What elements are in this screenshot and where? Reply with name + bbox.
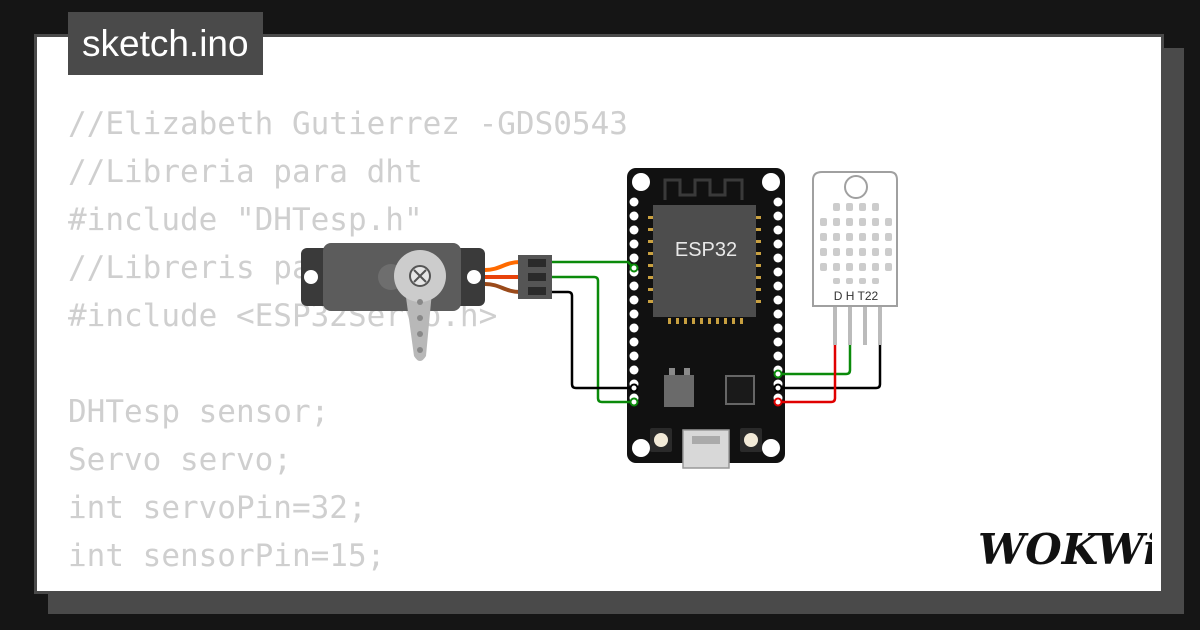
servo-mount-hole-left bbox=[304, 270, 318, 284]
wires bbox=[552, 260, 882, 404]
dht22-sensor[interactable]: D H T22 bbox=[812, 171, 898, 345]
servo-ground-wire bbox=[484, 282, 521, 294]
wokwi-logo-text: WOKWi bbox=[978, 525, 1152, 574]
code-line: DHTesp sensor; bbox=[68, 394, 330, 430]
antenna-icon bbox=[663, 178, 744, 200]
mount-hole bbox=[632, 173, 650, 191]
code-line: int sensorPin=15; bbox=[68, 538, 386, 574]
usb-port bbox=[682, 429, 730, 469]
wire-endpoints bbox=[629, 263, 783, 407]
file-tab[interactable]: sketch.ino bbox=[68, 12, 263, 75]
usb-chip bbox=[725, 375, 755, 405]
dht-label: D H T22 bbox=[834, 289, 879, 303]
code-line: //Elizabeth Gutierrez -GDS0543 bbox=[68, 106, 628, 142]
mount-hole bbox=[762, 439, 780, 457]
servo-mount-hole-right bbox=[467, 270, 481, 284]
code-line: #include "DHTesp.h" bbox=[68, 202, 423, 238]
servo-signal-wire bbox=[484, 260, 521, 272]
servo-motor[interactable] bbox=[301, 243, 552, 361]
wokwi-logo: WOKWi bbox=[978, 525, 1152, 574]
esp32-module bbox=[653, 205, 756, 317]
voltage-regulator bbox=[664, 375, 694, 407]
pin-header-left bbox=[629, 197, 639, 403]
module-pads bbox=[648, 216, 761, 324]
code-line: Servo servo; bbox=[68, 442, 292, 478]
wire-dht-ground[interactable] bbox=[778, 345, 882, 390]
mount-hole bbox=[762, 173, 780, 191]
mount-hole bbox=[632, 439, 650, 457]
wire-servo-ground[interactable] bbox=[552, 290, 634, 390]
esp32-board[interactable]: ESP32 bbox=[627, 168, 785, 469]
dht-vent-grid bbox=[820, 203, 892, 284]
wire-servo-power[interactable] bbox=[552, 275, 634, 404]
wire-dht-power[interactable] bbox=[778, 345, 837, 404]
wire-dht-data[interactable] bbox=[778, 345, 852, 376]
dht-mount-hole bbox=[844, 175, 868, 199]
code-line: int servoPin=32; bbox=[68, 490, 367, 526]
esp32-label: ESP32 bbox=[675, 239, 737, 261]
code-line: //Libreria para dht bbox=[68, 154, 423, 190]
wire-servo-signal[interactable] bbox=[552, 260, 635, 269]
